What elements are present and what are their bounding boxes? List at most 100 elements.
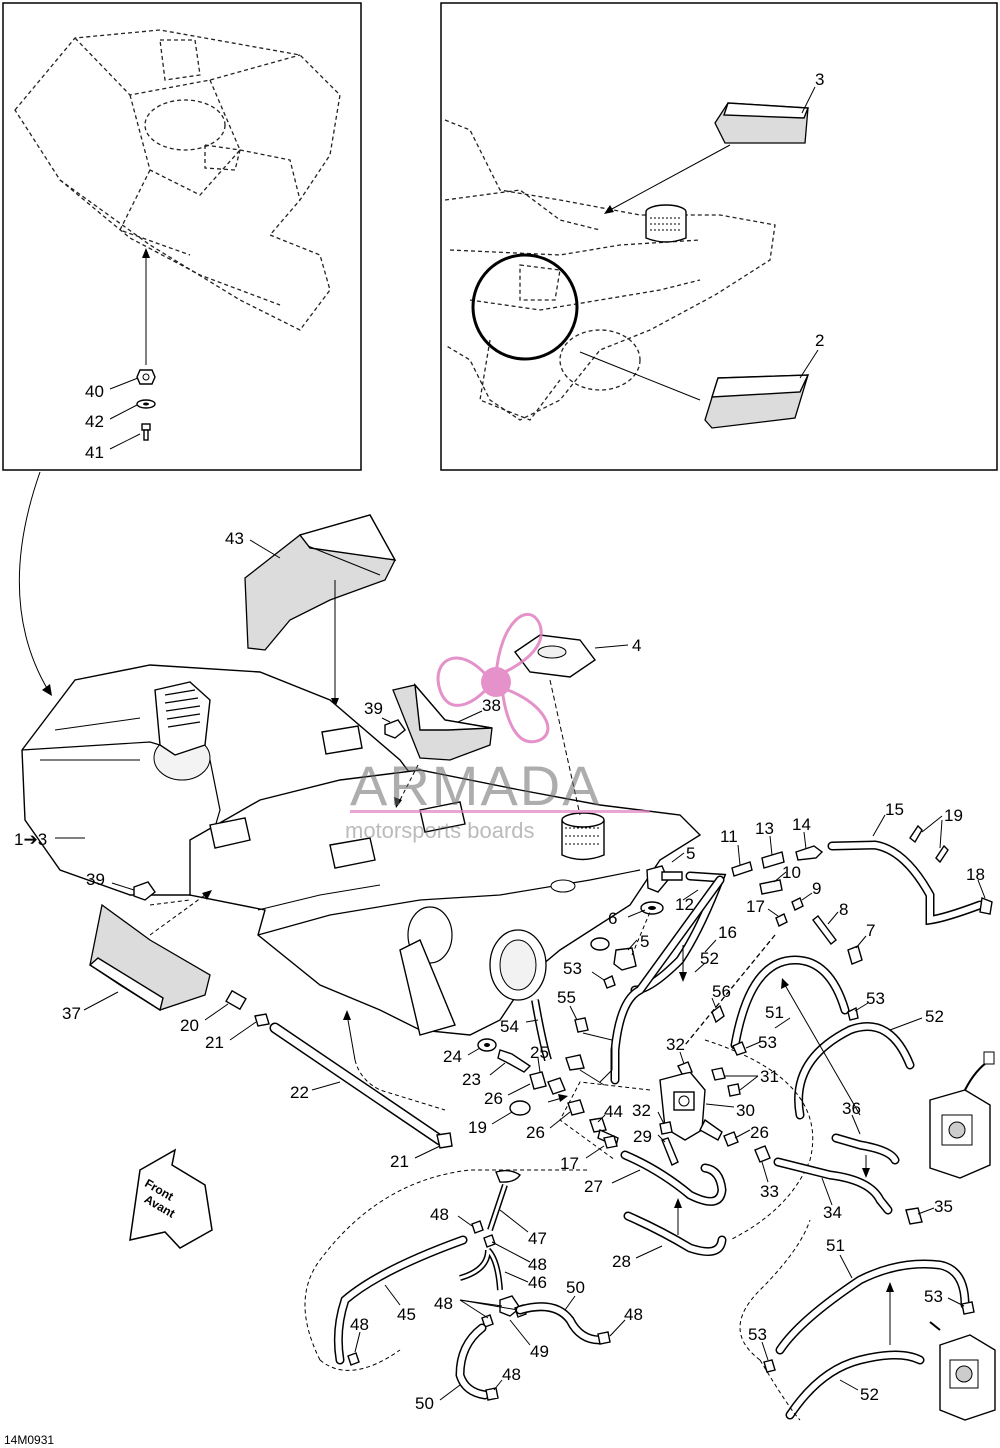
callout-30: 30 xyxy=(736,1101,755,1120)
callout-28: 28 xyxy=(612,1252,631,1271)
callout-21b: 21 xyxy=(390,1152,409,1171)
callout-45: 45 xyxy=(397,1305,416,1324)
callout-46: 46 xyxy=(528,1273,547,1292)
callout-8: 8 xyxy=(839,900,848,919)
callout-39b: 39 xyxy=(86,870,105,889)
callout-31: 31 xyxy=(760,1067,779,1086)
callout-44: 44 xyxy=(604,1102,623,1121)
callout-14: 14 xyxy=(792,815,811,834)
carburetor-upper xyxy=(929,1051,995,1179)
tank-bracket xyxy=(209,725,466,869)
hoses-lower-right: 51 52 53 53 xyxy=(739,1219,996,1421)
vent-lines-lower: 47 48 48 46 45 48 48 49 50 48 xyxy=(304,1169,643,1413)
callout-25: 25 xyxy=(530,1043,549,1062)
fittings-23-26: 24 23 25 26 19 26 44 17 27 28 xyxy=(443,1038,727,1271)
callout-26c: 26 xyxy=(750,1123,769,1142)
callout-50a: 50 xyxy=(566,1278,585,1297)
panel-37: 37 xyxy=(62,890,212,1023)
callout-32b: 32 xyxy=(632,1101,651,1120)
panel-43: 43 xyxy=(225,514,397,708)
filler-neck xyxy=(550,812,605,893)
callout-9: 9 xyxy=(812,879,821,898)
callout-53e: 53 xyxy=(748,1325,767,1344)
callout-39a: 39 xyxy=(364,699,383,718)
callout-27: 27 xyxy=(584,1177,603,1196)
callout-48e: 48 xyxy=(624,1305,643,1324)
callout-26b: 26 xyxy=(526,1123,545,1142)
callout-40: 40 xyxy=(85,382,104,401)
callout-18: 18 xyxy=(966,865,985,884)
fuel-fittings: 5 6 5 xyxy=(590,844,695,971)
callout-53c: 53 xyxy=(758,1033,777,1052)
washer-42 xyxy=(136,399,156,409)
callout-29: 29 xyxy=(633,1127,652,1146)
callout-13: 13 xyxy=(755,819,774,838)
callout-52c: 52 xyxy=(860,1385,879,1404)
callout-5b: 5 xyxy=(640,932,649,951)
callout-51a: 51 xyxy=(765,1003,784,1022)
callout-56: 56 xyxy=(712,982,731,1001)
front-arrow: Front Avant xyxy=(129,1148,213,1249)
watermark-brand: ARMADA xyxy=(350,754,602,817)
callout-6: 6 xyxy=(608,909,617,928)
callout-19a: 19 xyxy=(944,806,963,825)
pad-2 xyxy=(704,374,810,429)
hoses-51-52-upper: 52 52 51 56 53 xyxy=(610,875,944,1120)
screw-41 xyxy=(141,423,151,441)
callout-26a: 26 xyxy=(484,1089,503,1108)
callout-38: 38 xyxy=(482,696,501,715)
callout-12: 12 xyxy=(675,895,694,914)
callout-54: 54 xyxy=(500,1017,519,1036)
fuel-line-33-36: 33 34 36 35 53 xyxy=(732,1033,995,1225)
diagram-code: 14M0931 xyxy=(4,1433,54,1447)
fuel-line-fittings: 11 13 14 15 18 19 10 9 8 7 17 xyxy=(720,800,993,965)
callout-48c: 48 xyxy=(350,1315,369,1334)
callout-47: 47 xyxy=(528,1229,547,1248)
nut-40 xyxy=(136,369,156,385)
callout-53b: 53 xyxy=(866,989,885,1008)
rod-22: 20 21 22 21 xyxy=(180,989,453,1171)
callout-1-3: 1➔3 xyxy=(14,830,47,849)
fuel-tank xyxy=(21,664,702,1036)
callout-7: 7 xyxy=(866,921,875,940)
parts-53-54-55: 53 54 55 xyxy=(500,959,616,1086)
callout-50b: 50 xyxy=(415,1394,434,1413)
callout-33: 33 xyxy=(760,1182,779,1201)
callout-24: 24 xyxy=(443,1047,462,1066)
callout-32a: 32 xyxy=(666,1035,685,1054)
callout-16: 16 xyxy=(718,923,737,942)
callout-34: 34 xyxy=(823,1203,842,1222)
callout-17a: 17 xyxy=(746,897,765,916)
filler-neck-inset xyxy=(645,204,687,243)
callout-20: 20 xyxy=(180,1016,199,1035)
callout-2: 2 xyxy=(815,331,824,350)
inset-left: 40 42 41 xyxy=(2,2,362,471)
callout-10: 10 xyxy=(782,863,801,882)
callout-48d: 48 xyxy=(434,1294,453,1313)
callout-3: 3 xyxy=(815,70,824,89)
callout-42: 42 xyxy=(85,412,104,431)
callout-51b: 51 xyxy=(826,1236,845,1255)
callout-48b: 48 xyxy=(528,1255,547,1274)
callout-48f: 48 xyxy=(502,1365,521,1384)
callout-5a: 5 xyxy=(686,844,695,863)
propeller-logo xyxy=(436,612,550,744)
callout-48a: 48 xyxy=(430,1205,449,1224)
watermark: ARMADA motorsports boards xyxy=(345,612,650,843)
callout-15: 15 xyxy=(885,800,904,819)
carburetor-lower xyxy=(929,1321,996,1421)
callout-49: 49 xyxy=(530,1342,549,1361)
callout-52b: 52 xyxy=(925,1007,944,1026)
clip-39-left: 39 xyxy=(86,870,191,906)
callout-55: 55 xyxy=(557,988,576,1007)
callout-53a: 53 xyxy=(563,959,582,978)
callout-4: 4 xyxy=(632,636,641,655)
callout-53d: 53 xyxy=(924,1287,943,1306)
callout-23: 23 xyxy=(462,1070,481,1089)
panel-38: 38 xyxy=(392,682,501,761)
callout-41: 41 xyxy=(85,443,104,462)
inset-right: 3 2 xyxy=(440,2,998,471)
pad-3 xyxy=(714,102,810,144)
fuel-pump-30: 32 32 31 30 26 29 xyxy=(559,1035,814,1241)
